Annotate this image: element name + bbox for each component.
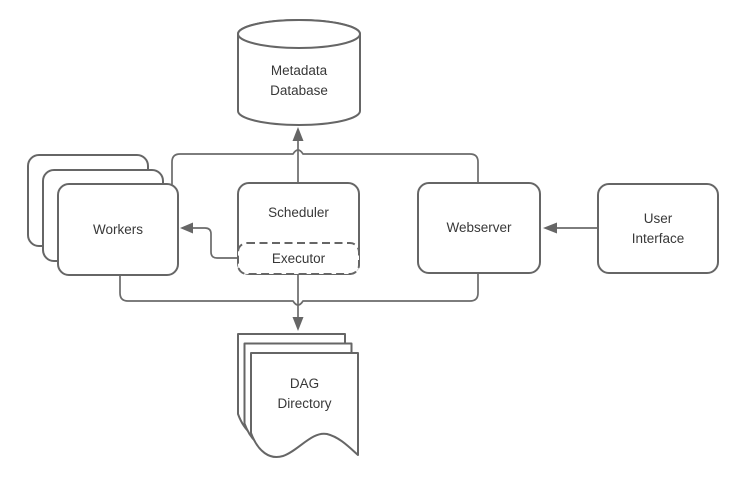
shared-bus-bottom-line (119, 272, 479, 306)
executor-box (237, 242, 360, 275)
user-interface-box (597, 183, 719, 274)
arrowhead-to-database-icon (292, 127, 304, 141)
webserver-box (417, 182, 541, 274)
arrowhead-to-workers-icon (180, 222, 193, 234)
dag-directory-doc-front (250, 352, 359, 458)
shared-bus-top-line (171, 149, 479, 185)
executor-to-workers-line (192, 227, 239, 259)
arrowhead-to-dag-directory-icon (292, 317, 304, 331)
metadata-database-cylinder-top (237, 19, 361, 49)
arrowhead-to-webserver-icon (543, 222, 557, 234)
workers-box (57, 183, 179, 276)
